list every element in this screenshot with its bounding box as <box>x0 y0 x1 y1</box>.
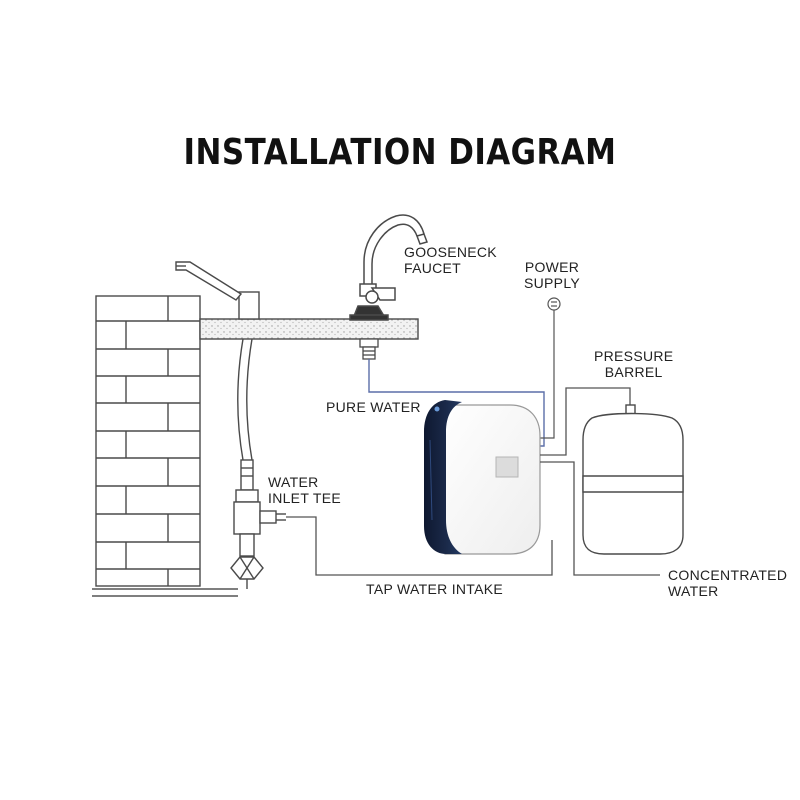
brick-wall <box>95 295 201 587</box>
power-cord <box>538 310 555 439</box>
barrel-lines <box>540 387 660 576</box>
floor-pipe <box>92 588 238 597</box>
faucet-fitting <box>359 338 379 360</box>
label-gooseneck-faucet: GOOSENECK FAUCET <box>404 244 497 276</box>
purifier-unit <box>424 400 541 555</box>
label-power-supply: POWER SUPPLY <box>524 259 581 291</box>
gooseneck-faucet <box>349 214 428 321</box>
label-water-inlet-tee: WATER INLET TEE <box>268 474 341 506</box>
label-concentrated-water: CONCENTRATED WATER <box>668 567 788 599</box>
diagram-title: INSTALLATION DIAGRAM <box>183 132 617 173</box>
label-pressure-barrel: PRESSURE BARREL <box>594 348 674 380</box>
tap-water-line <box>286 516 553 576</box>
label-pure-water: PURE WATER <box>326 399 421 415</box>
label-tap-water-intake: TAP WATER INTAKE <box>366 581 504 597</box>
pressure-barrel <box>582 404 684 555</box>
kitchen-faucet <box>175 261 260 320</box>
power-supply-plug <box>547 297 561 311</box>
counter-top <box>199 318 419 340</box>
water-inlet-tee <box>230 459 286 589</box>
braided-hose <box>237 338 253 461</box>
